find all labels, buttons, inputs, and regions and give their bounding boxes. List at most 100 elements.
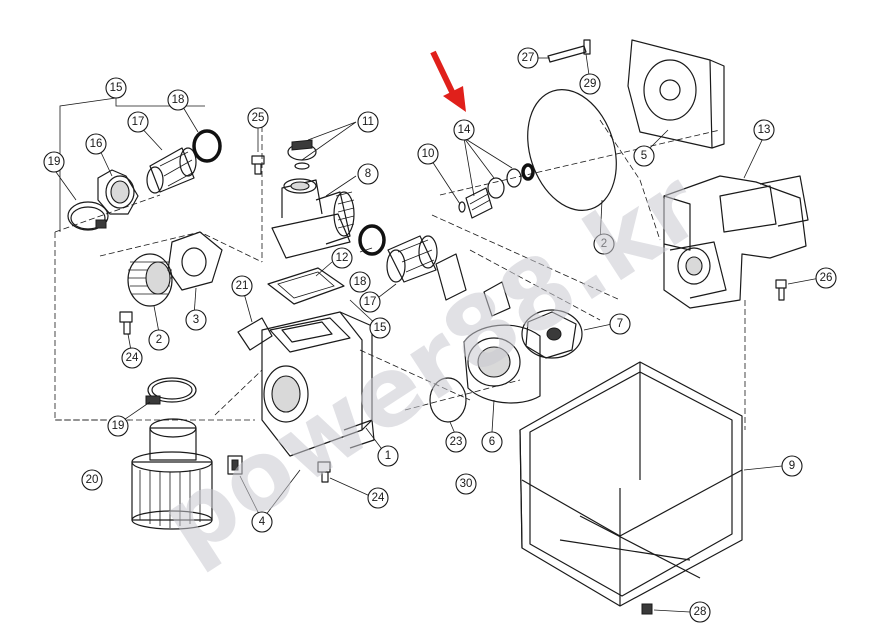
callout-2-flange: 2 — [148, 329, 170, 351]
svg-text:30: 30 — [460, 478, 473, 490]
svg-text:18: 18 — [172, 94, 185, 106]
discharge-elbow — [271, 178, 355, 259]
o-ring-middle — [358, 224, 386, 256]
callout-18-upper: 18 — [167, 89, 189, 111]
svg-text:11: 11 — [362, 116, 374, 128]
callout-15-middle: 15 — [369, 317, 391, 339]
svg-text:29: 29 — [584, 78, 597, 90]
hose-nipple-upper — [146, 147, 197, 194]
suction-strainer — [131, 418, 213, 530]
svg-text:21: 21 — [236, 280, 249, 292]
drain-plugs — [227, 455, 243, 475]
svg-text:5: 5 — [641, 150, 647, 162]
drain-bolt-right — [317, 461, 331, 483]
svg-text:9: 9 — [789, 460, 795, 472]
callout-23: 23 — [445, 431, 467, 453]
callout-10: 10 — [417, 143, 439, 165]
callout-19-upper: 19 — [43, 151, 65, 173]
engine-bolt — [775, 279, 787, 301]
o-ring-upper — [192, 129, 222, 163]
hose-nipple-middle — [386, 235, 438, 283]
svg-text:19: 19 — [112, 420, 125, 432]
clamp-band-lower — [145, 377, 197, 405]
callout-24-right: 24 — [367, 487, 389, 509]
svg-text:6: 6 — [489, 436, 495, 448]
svg-text:7: 7 — [617, 318, 623, 330]
hose-flange — [97, 169, 139, 215]
volute-case — [463, 281, 541, 404]
callout-11: 11 — [357, 111, 379, 133]
back-plate — [627, 39, 725, 149]
callout-5: 5 — [633, 145, 655, 167]
svg-text:8: 8 — [365, 168, 371, 180]
frame — [519, 361, 743, 607]
svg-text:18: 18 — [354, 276, 367, 288]
flange-gasket — [167, 231, 223, 291]
svg-text:15: 15 — [110, 82, 123, 94]
hose-flange-middle — [435, 253, 467, 301]
clamp-band-upper — [67, 201, 109, 231]
pump-casing — [261, 311, 375, 457]
drain-bolt-left — [119, 311, 133, 335]
frame-nut — [641, 603, 653, 615]
callout-17-middle: 17 — [359, 291, 381, 313]
callout-17-upper: 17 — [127, 111, 149, 133]
callout-28: 28 — [689, 601, 711, 623]
svg-text:20: 20 — [86, 474, 99, 486]
svg-text:25: 25 — [252, 112, 265, 124]
callout-26: 26 — [815, 267, 837, 289]
svg-text:3: 3 — [193, 314, 199, 326]
callout-18-middle: 18 — [349, 271, 371, 293]
o-ring-volute — [429, 377, 467, 423]
callout-7: 7 — [609, 313, 631, 335]
mechanical-seal — [458, 163, 535, 219]
svg-text:4: 4 — [259, 516, 266, 528]
svg-text:13: 13 — [758, 124, 771, 136]
callout-19-lower: 19 — [107, 415, 129, 437]
label-plate — [237, 317, 273, 351]
callout-3: 3 — [185, 309, 207, 331]
svg-text:28: 28 — [694, 606, 707, 618]
svg-text:17: 17 — [364, 296, 377, 308]
callout-21: 21 — [231, 275, 253, 297]
callout-27: 27 — [517, 47, 539, 69]
impeller — [521, 309, 583, 359]
callout-29: 29 — [579, 73, 601, 95]
svg-text:14: 14 — [458, 124, 471, 136]
callout-30: 30 — [455, 473, 477, 495]
filler-cap — [287, 139, 317, 170]
elbow-gasket — [267, 267, 345, 305]
callout-9: 9 — [781, 455, 803, 477]
svg-text:27: 27 — [522, 52, 535, 64]
highlight-arrow — [430, 50, 466, 112]
cover-bolt — [547, 39, 591, 63]
svg-text:16: 16 — [90, 138, 103, 150]
svg-text:26: 26 — [820, 272, 833, 284]
callout-14: 14 — [453, 119, 475, 141]
svg-text:24: 24 — [126, 352, 139, 364]
callout-13: 13 — [753, 119, 775, 141]
svg-text:15: 15 — [374, 322, 387, 334]
svg-text:17: 17 — [132, 116, 145, 128]
callout-4: 4 — [251, 511, 273, 533]
callout-16: 16 — [85, 133, 107, 155]
callout-12: 12 — [331, 247, 353, 269]
svg-text:19: 19 — [48, 156, 61, 168]
priming-plug — [251, 155, 265, 175]
assembly-guide-lines — [54, 108, 746, 430]
callout-8: 8 — [357, 163, 379, 185]
svg-text:2: 2 — [156, 334, 162, 346]
svg-text:23: 23 — [450, 436, 463, 448]
svg-text:24: 24 — [372, 492, 385, 504]
callout-24-left: 24 — [121, 347, 143, 369]
svg-text:10: 10 — [422, 148, 435, 160]
suction-flange — [127, 253, 173, 307]
callout-20: 20 — [81, 469, 103, 491]
callout-15-upper: 15 — [105, 77, 127, 99]
callout-25: 25 — [247, 107, 269, 129]
cover-gasket — [527, 89, 617, 211]
svg-text:2: 2 — [601, 238, 607, 250]
callout-6: 6 — [481, 431, 503, 453]
svg-text:12: 12 — [336, 252, 349, 264]
